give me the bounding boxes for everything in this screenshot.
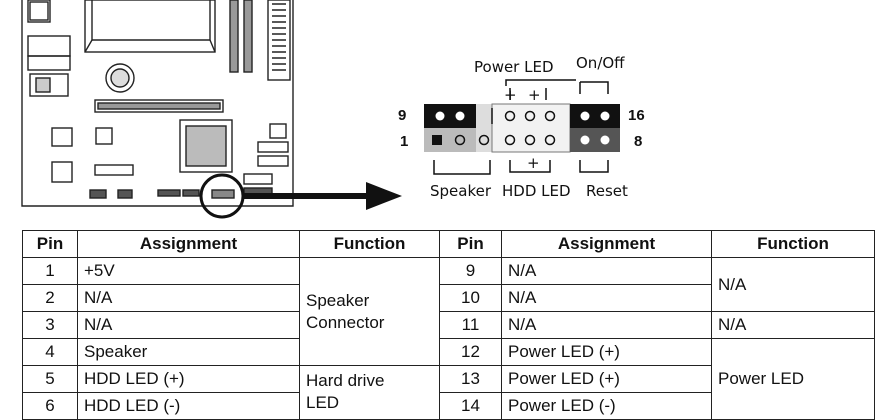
pin-assignment-table: Pin Assignment Function Pin Assignment F…	[22, 230, 875, 420]
header-assignment: Assignment	[77, 230, 300, 258]
assignment-cell: HDD LED (+)	[77, 365, 300, 393]
pin-cell: 12	[439, 338, 502, 366]
pin-cell: 6	[22, 392, 78, 420]
table-row: 2 N/A 10 N/A	[22, 284, 875, 312]
assignment-cell: N/A	[501, 257, 712, 285]
function-cell-speaker: Speaker Connector	[299, 257, 440, 366]
pin-cell: 9	[439, 257, 502, 285]
pin-8-label: 8	[634, 133, 642, 150]
header-pin: Pin	[22, 230, 78, 258]
pin-cell: 4	[22, 338, 78, 366]
table-header-row: Pin Assignment Function Pin Assignment F…	[22, 230, 875, 258]
function-cell-power-led: Power LED	[711, 338, 875, 420]
table-row: 1 +5V Speaker Connector 9 N/A N/A	[22, 257, 875, 366]
pin-1-label: 1	[400, 133, 408, 150]
header-function: Function	[711, 230, 875, 258]
assignment-cell: Power LED (+)	[501, 338, 712, 366]
function-text: Speaker	[306, 290, 370, 310]
assignment-cell: N/A	[501, 311, 712, 339]
table-row: 3 N/A 11 N/A N/A	[22, 311, 875, 339]
assignment-cell: Speaker	[77, 338, 300, 366]
pin-cell: 1	[22, 257, 78, 285]
pin-cell: 3	[22, 311, 78, 339]
function-cell-na: N/A	[711, 257, 875, 312]
front-panel-header-diagram: Power LED On/Off + + + 9 16 1 8 Speaker …	[21, 0, 645, 219]
header-pin: Pin	[439, 230, 502, 258]
pin-16-label: 16	[628, 107, 645, 124]
power-led-plus-2: +	[528, 86, 541, 104]
function-text: Connector	[306, 312, 385, 332]
pin-cell: 10	[439, 284, 502, 312]
hdd-led-plus: +	[527, 154, 540, 172]
assignment-cell: N/A	[77, 311, 300, 339]
table-row: 5 HDD LED (+) Hard drive LED 13 Power LE…	[22, 365, 875, 420]
assignment-cell: Power LED (-)	[501, 392, 712, 420]
header-assignment: Assignment	[501, 230, 712, 258]
function-text: Hard drive	[306, 371, 385, 390]
pin-header	[424, 103, 620, 153]
arrow-head	[366, 182, 402, 210]
function-text: LED	[306, 393, 340, 412]
speaker-label: Speaker	[430, 182, 492, 200]
assignment-cell: +5V	[77, 257, 300, 285]
hdd-led-label: HDD LED	[502, 182, 571, 200]
assignment-cell: Power LED (+)	[501, 365, 712, 393]
pin-cell: 5	[22, 365, 78, 393]
pin-9-label: 9	[398, 107, 406, 124]
power-led-plus-1: +	[504, 86, 517, 104]
reset-label: Reset	[586, 182, 628, 200]
assignment-cell: N/A	[501, 284, 712, 312]
assignment-cell: N/A	[77, 284, 300, 312]
function-cell-hdd: Hard drive LED	[299, 365, 440, 420]
motherboard-illustration	[21, 0, 294, 207]
assignment-cell: HDD LED (-)	[77, 392, 300, 420]
pin-cell: 2	[22, 284, 78, 312]
function-cell-na-single: N/A	[711, 311, 875, 339]
power-led-label: Power LED	[474, 58, 554, 76]
header-function: Function	[299, 230, 440, 258]
table-row: 4 Speaker 12 Power LED (+) Power LED	[22, 338, 875, 420]
on-off-label: On/Off	[576, 54, 625, 72]
pin-cell: 14	[439, 392, 502, 420]
pin-cell: 13	[439, 365, 502, 393]
pin-cell: 11	[439, 311, 502, 339]
